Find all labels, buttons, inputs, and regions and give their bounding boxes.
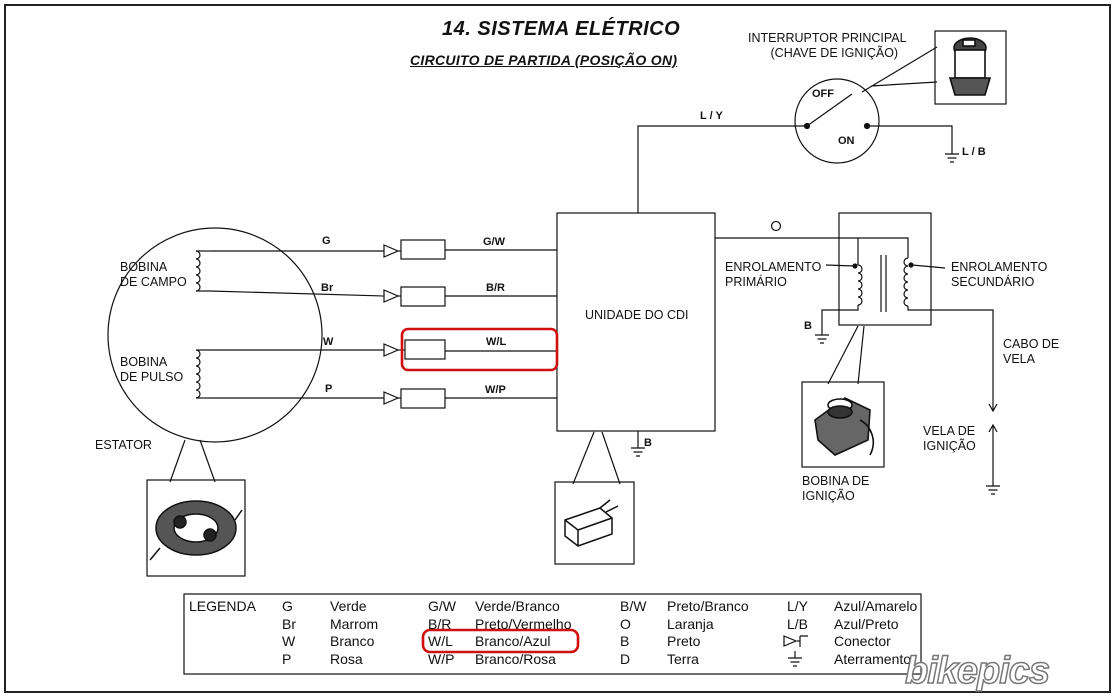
wire-label-w: W — [323, 336, 334, 348]
ground-icon — [631, 447, 645, 457]
wire-label-br2: B/R — [486, 282, 505, 294]
bikepics-watermark-logo: bikepics — [904, 649, 1051, 693]
primary-winding-icon — [857, 264, 863, 306]
ignition-key-icon — [948, 37, 992, 96]
ignition-coil-icon — [814, 397, 875, 456]
switch-off-label: OFF — [812, 88, 834, 100]
main-switch-circle — [794, 78, 880, 164]
wire-w — [210, 339, 557, 360]
page-subtitle: CIRCUITO DE PARTIDA (POSIÇÃO ON) — [410, 52, 678, 68]
wire-label-p: P — [325, 383, 333, 395]
connector-symbol-icon — [783, 635, 808, 647]
legend-box — [183, 593, 922, 675]
secondary-winding-icon — [903, 257, 909, 307]
wire-br — [209, 286, 557, 307]
wire-label-lb: L / B — [962, 146, 986, 158]
ignition-coil-box — [838, 212, 932, 326]
ignition-key-picture — [934, 30, 1007, 105]
wire-label-g: G — [322, 235, 331, 247]
wire-p — [210, 388, 557, 409]
pulse-coil-icon — [195, 349, 201, 399]
wire-label-b-cdi: B — [644, 437, 652, 449]
field-coil-icon — [195, 250, 201, 292]
wire-label-gw: G/W — [483, 236, 505, 248]
cdi-picture — [554, 481, 635, 565]
wire-label-wp: W/P — [485, 384, 506, 396]
wire-g — [210, 239, 557, 260]
wire-ly — [637, 125, 806, 213]
wire-label-b-coil: B — [804, 320, 812, 332]
page-title: 14. SISTEMA ELÉTRICO — [442, 18, 681, 40]
stator-icon — [149, 500, 243, 561]
switch-on-label: ON — [838, 135, 855, 147]
diagram-frame — [4, 4, 1111, 693]
ground-icon — [945, 153, 959, 163]
ground-icon — [815, 334, 829, 344]
cdi-label: UNIDADE DO CDI — [585, 308, 689, 322]
legend-title: LEGENDA — [189, 598, 256, 614]
cdi-box — [556, 212, 716, 432]
cdi-unit-icon — [564, 499, 619, 547]
stator-circle — [107, 227, 323, 443]
wire-label-wl: W/L — [486, 336, 507, 348]
stator-picture — [146, 479, 246, 577]
main-switch-label: INTERRUPTOR PRINCIPAL (CHAVE DE IGNIÇÃO) — [748, 31, 907, 60]
stator-label: ESTATOR — [95, 438, 152, 452]
ground-icon — [986, 485, 1000, 495]
highlight-wl-legend — [421, 628, 580, 654]
ground-symbol-icon — [788, 651, 802, 667]
ignition-coil-picture — [801, 381, 885, 468]
highlight-wl-wire — [400, 327, 559, 372]
wire-label-ly: L / Y — [700, 110, 723, 122]
wire-label-br: Br — [321, 282, 334, 294]
